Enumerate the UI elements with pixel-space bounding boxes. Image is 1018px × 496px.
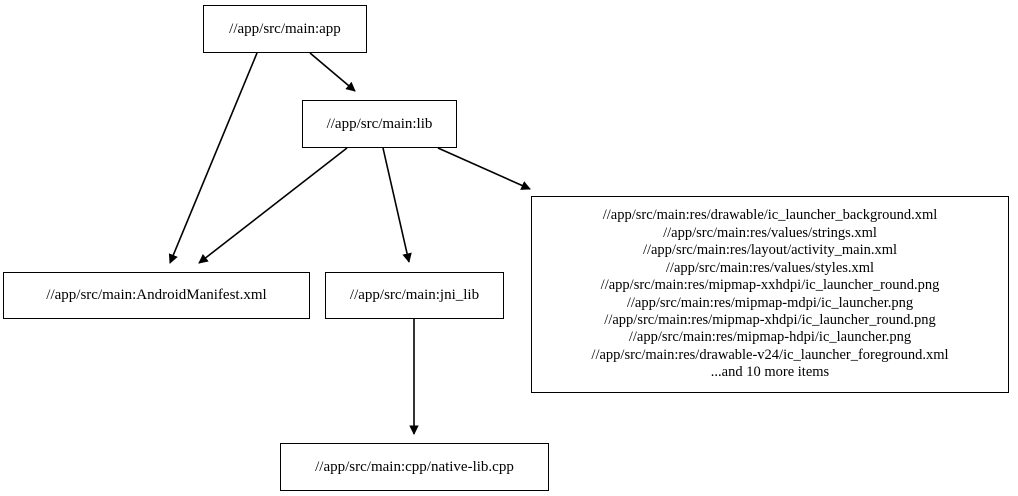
graph-node-resources[interactable]: //app/src/main:res/drawable/ic_launcher_…: [531, 196, 1009, 393]
graph-node-app[interactable]: //app/src/main:app: [203, 5, 367, 53]
graph-node-native-lib-label: //app/src/main:cpp/native-lib.cpp: [315, 458, 514, 475]
graph-node-jni-lib[interactable]: //app/src/main:jni_lib: [325, 272, 504, 319]
graph-node-jni-lib-label: //app/src/main:jni_lib: [349, 287, 480, 303]
graph-node-lib-label: //app/src/main:lib: [326, 115, 433, 132]
graph-node-resources-label: //app/src/main:res/drawable/ic_launcher_…: [591, 207, 949, 381]
graph-node-android-manifest-label: //app/src/main:AndroidManifest.xml: [46, 287, 267, 303]
edge-app-to-manifest: [168, 52, 258, 264]
graph-node-native-lib[interactable]: //app/src/main:cpp/native-lib.cpp: [280, 443, 549, 491]
edge-lib-to-resources: [437, 147, 531, 190]
graph-node-android-manifest[interactable]: //app/src/main:AndroidManifest.xml: [3, 272, 310, 319]
graph-node-lib[interactable]: //app/src/main:lib: [302, 100, 457, 148]
edge-app-to-lib: [309, 52, 356, 92]
edge-lib-to-jni-lib: [382, 147, 412, 263]
edge-lib-to-manifest: [198, 147, 348, 264]
graph-node-app-label: //app/src/main:app: [229, 20, 341, 37]
